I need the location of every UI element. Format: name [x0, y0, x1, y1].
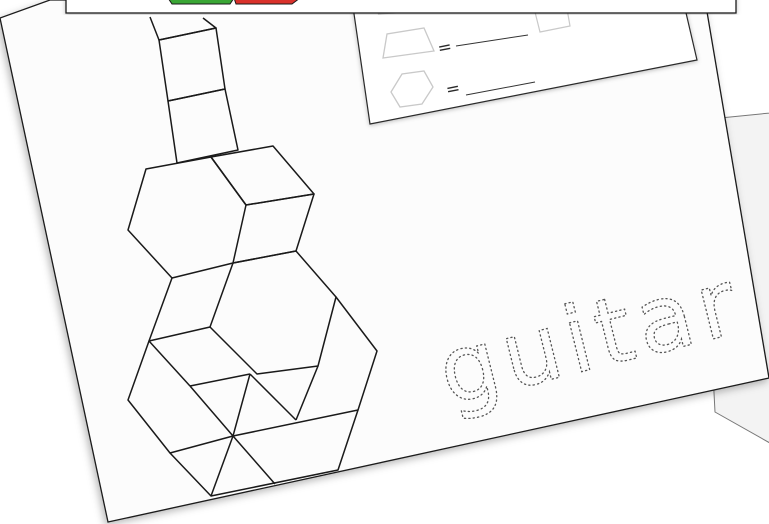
red-block-icon	[234, 0, 300, 4]
overlay-card	[66, 0, 736, 13]
green-block-icon	[168, 0, 234, 4]
